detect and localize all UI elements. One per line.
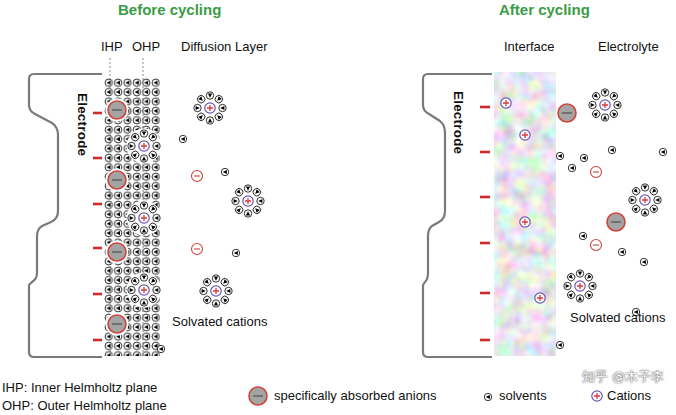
adsorbed-anions bbox=[108, 101, 625, 333]
node-text: Electrode bbox=[450, 91, 466, 154]
interface-wash bbox=[494, 72, 556, 356]
legend-symbols bbox=[249, 387, 602, 405]
interface-mosaic bbox=[494, 72, 556, 356]
free-anions bbox=[192, 167, 602, 255]
species-label: Solvated cations bbox=[172, 314, 267, 330]
legend-text: IHP: Inner Helmholtz plane bbox=[2, 380, 157, 395]
surface-charges bbox=[93, 107, 490, 340]
plane-label: OHP bbox=[132, 39, 160, 55]
legend-entry: specifically absorbed anions bbox=[274, 388, 437, 404]
watermark: 知乎 @木子李 bbox=[582, 369, 664, 385]
solvated-cations bbox=[128, 89, 661, 307]
node-text: Electrode bbox=[74, 93, 90, 156]
legend-entry: Cations bbox=[607, 388, 651, 404]
legend-text: solvents bbox=[499, 388, 547, 403]
region-label: Diffusion Layer bbox=[181, 39, 267, 55]
panel-title: After cycling bbox=[499, 1, 590, 19]
legend-text: OHP: Outer Helmholtz plane bbox=[2, 398, 167, 413]
electrode-shape: Electrode bbox=[26, 73, 106, 358]
solvent-layer bbox=[104, 78, 160, 356]
electrode-outline bbox=[29, 74, 102, 357]
electrode-shape: Electrode bbox=[420, 73, 495, 358]
species-label: Solvated cations bbox=[570, 310, 665, 326]
electrode-outline bbox=[423, 74, 492, 357]
legend-text: Cations bbox=[607, 388, 651, 403]
panel-title: Before cycling bbox=[118, 1, 221, 19]
layer-gaps bbox=[106, 99, 162, 336]
legend-entry: IHP: Inner Helmholtz plane bbox=[2, 380, 157, 396]
plane-label: IHP bbox=[101, 39, 123, 55]
legend-entry: OHP: Outer Helmholtz plane bbox=[2, 398, 167, 414]
legend-text: specifically absorbed anions bbox=[274, 388, 437, 403]
node-text: Interface bbox=[504, 39, 555, 55]
node-outline bbox=[26, 73, 106, 358]
free-solvents bbox=[157, 135, 666, 352]
legend-entry: solvents bbox=[499, 388, 547, 404]
interface-cations bbox=[501, 98, 545, 303]
region-label: Electrolyte bbox=[598, 39, 659, 55]
interface-layer: Interface bbox=[494, 72, 556, 356]
helmholtz-planes bbox=[110, 58, 143, 358]
